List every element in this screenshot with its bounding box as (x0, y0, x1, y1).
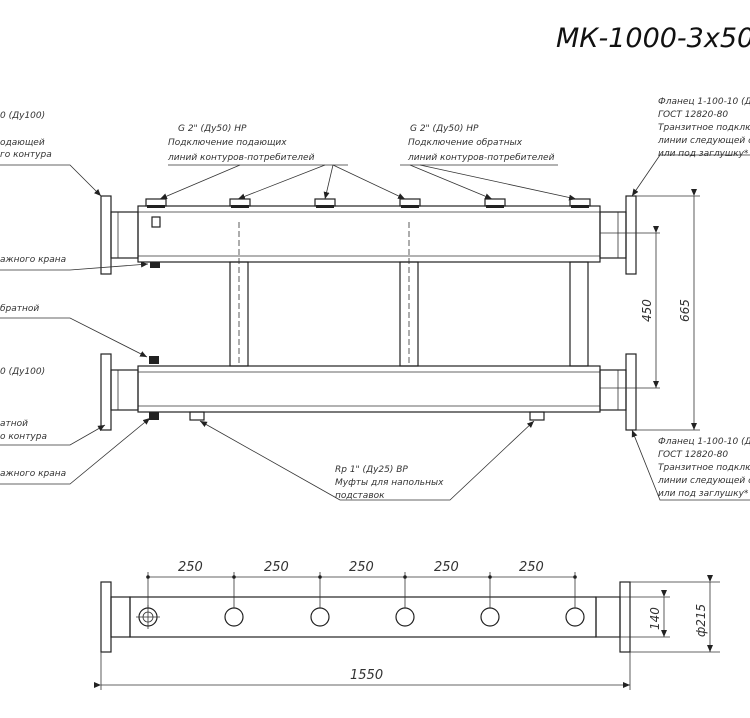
dim-spacing: 250 (519, 560, 544, 575)
callout-left-supply-desc: го контура (0, 150, 52, 160)
supply-left-flange (100, 195, 112, 275)
callout-return-g-desc: линий контуров-потребителей (407, 153, 555, 163)
callout-right-top: Транзитное подключ (658, 123, 750, 133)
callout-left-drain-top: ажного крана (0, 255, 66, 265)
dim-height-outer: 665 (678, 299, 692, 322)
drawing-title: МК-1000-3х50 (556, 23, 750, 54)
dim-height-inner: 450 (640, 299, 654, 322)
callout-return-g-desc: Подключение обратных (408, 138, 523, 148)
callout-left-return-top: братной (0, 304, 39, 314)
callout-right-top: Фланец 1-100-10 (Ду (658, 97, 750, 107)
top-view-pipe (129, 596, 597, 638)
return-right-flange (625, 353, 637, 431)
callout-right-bottom: Транзитное подключ (658, 463, 750, 473)
callout-right-bottom: Фланец 1-100-10 (Ду (658, 437, 750, 447)
port (565, 607, 585, 627)
return-header-pipe (137, 365, 601, 413)
dim-total-length: 1550 (350, 668, 383, 683)
supply-nozzles (145, 198, 591, 208)
callout-supply-g-title: G 2" (Ду50) НР (178, 124, 247, 134)
dim-spacing: 250 (264, 560, 289, 575)
dim-spacing: 250 (178, 560, 203, 575)
callout-right-top: или под заглушку* (658, 149, 749, 159)
rp-coupling (529, 411, 545, 421)
callout-right-top: ГОСТ 12820-80 (658, 110, 728, 120)
callout-rp-desc: подставок (335, 491, 385, 501)
leader-lines (0, 154, 750, 501)
front-view (100, 195, 637, 431)
dim-spacing: 250 (434, 560, 459, 575)
callout-supply-g-desc: Подключение подающих (168, 138, 287, 148)
callout-left-return-desc: атной (0, 419, 28, 429)
callout-texts: 0 (Ду100) одающей го контура ажного кран… (0, 97, 750, 501)
callout-left-return-desc: о контура (0, 432, 47, 442)
callout-right-bottom: или под заглушку* (658, 489, 749, 499)
height-dimensions: 450 665 (600, 189, 700, 431)
supply-right-flange (625, 195, 637, 275)
top-view: 250 250 250 250 250 1550 140 ф215 (94, 560, 720, 690)
connector-tube (569, 261, 589, 367)
supply-header-pipe (137, 205, 601, 263)
return-left-flange (100, 353, 112, 431)
callout-right-bottom: ГОСТ 12820-80 (658, 450, 728, 460)
port (310, 607, 330, 627)
callout-return-g-title: G 2" (Ду50) НР (410, 124, 479, 134)
callout-right-bottom: линии следующей се (657, 476, 750, 486)
port (395, 607, 415, 627)
dim-flange-diameter: ф215 (694, 604, 708, 637)
callout-rp-title: Rp 1" (Ду25) ВР (335, 465, 408, 475)
callout-left-return-flange: 0 (Ду100) (0, 367, 45, 377)
callout-supply-g-desc: линий контуров-потребителей (167, 153, 315, 163)
callout-rp-desc: Муфты для напольных (335, 478, 444, 488)
port (480, 607, 500, 627)
dim-pipe-height: 140 (648, 607, 662, 630)
port (224, 607, 244, 627)
callout-left-drain-bottom: ажного крана (0, 469, 66, 479)
callout-left-supply-desc: одающей (0, 138, 45, 148)
callout-left-supply-flange: 0 (Ду100) (0, 111, 45, 121)
dim-spacing: 250 (349, 560, 374, 575)
rp-coupling (189, 411, 205, 421)
callout-right-top: линии следующей се (657, 136, 750, 146)
